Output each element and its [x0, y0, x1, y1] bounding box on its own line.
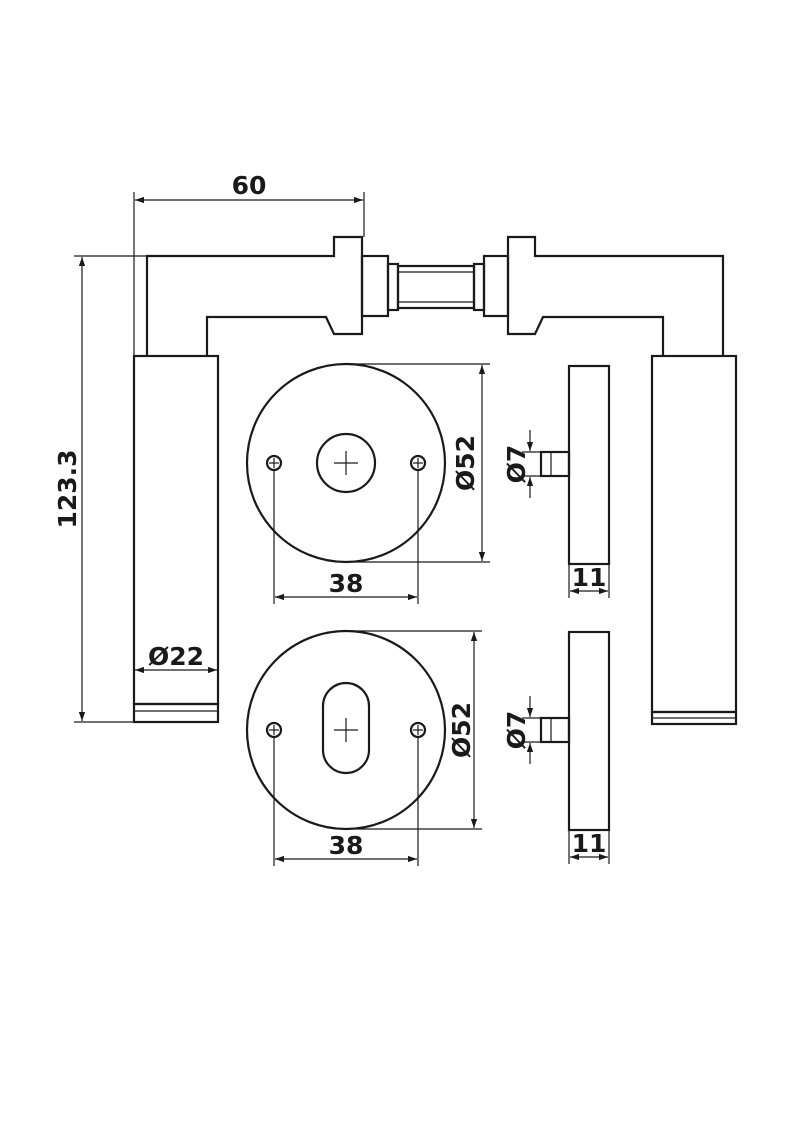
dimension-label: Ø52 — [451, 435, 480, 491]
dimension-rose-diameter-bottom: Ø52 — [346, 630, 482, 830]
dimension-lever-projection: 60 — [133, 171, 365, 356]
dimension-screw-spacing-bottom: 38 — [273, 737, 419, 866]
dimension-label: 38 — [329, 831, 364, 860]
dimension-label: 60 — [232, 171, 267, 200]
dimension-label: Ø7 — [502, 711, 531, 750]
top-rose-side-view — [539, 364, 611, 566]
dimension-pin-diameter-top: Ø7 — [502, 430, 541, 498]
screw-hole-icon — [409, 454, 427, 472]
right-lever — [506, 235, 738, 726]
dimension-rose-diameter-top: Ø52 — [346, 363, 490, 563]
dimension-grip-diameter: Ø22 — [135, 642, 217, 674]
dimension-label: 123.3 — [53, 449, 82, 528]
screw-hole-icon — [265, 721, 283, 739]
bottom-rose-side-view — [539, 630, 611, 832]
dimension-pin-diameter-bottom: Ø7 — [502, 696, 541, 764]
dimension-lever-height: 123.3 — [53, 255, 147, 723]
top-rose — [245, 362, 447, 564]
spindle — [360, 254, 510, 318]
dimension-label: 38 — [329, 569, 364, 598]
dimension-rose-thickness-top: 11 — [568, 563, 610, 598]
screw-hole-icon — [409, 721, 427, 739]
dimension-label: 11 — [572, 563, 607, 592]
dimension-label: 11 — [572, 829, 607, 858]
dimension-screw-spacing-top: 38 — [273, 470, 419, 604]
dimension-label: Ø7 — [502, 445, 531, 484]
dimension-label: Ø22 — [148, 642, 204, 671]
dimension-label: Ø52 — [447, 702, 476, 758]
screw-hole-icon — [265, 454, 283, 472]
dimension-rose-thickness-bottom: 11 — [568, 829, 610, 864]
bottom-rose — [245, 629, 447, 831]
